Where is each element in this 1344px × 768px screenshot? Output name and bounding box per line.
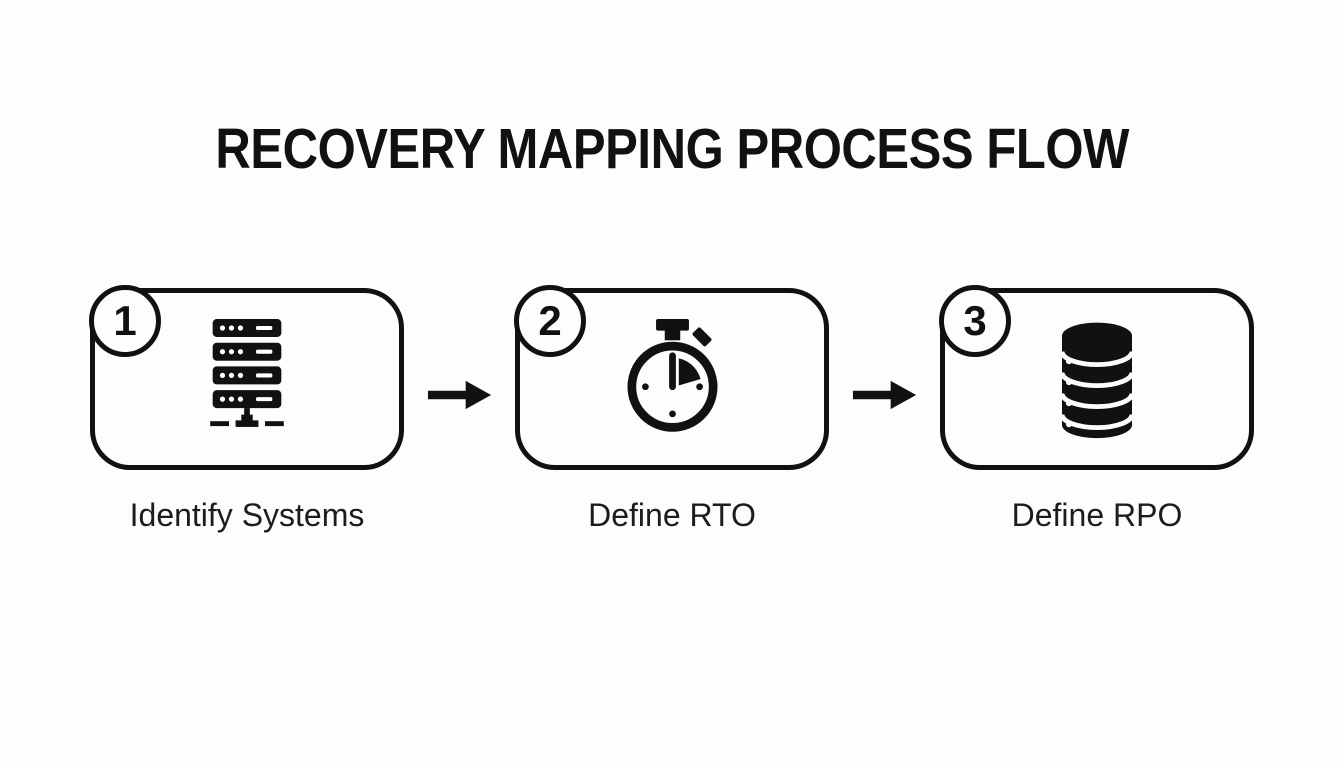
step-label: Define RPO bbox=[1011, 497, 1183, 533]
step-number-badge: 3 bbox=[939, 285, 1011, 357]
step-box: 1 bbox=[89, 285, 404, 470]
step-define-rpo: 3 Define RPO bbox=[939, 285, 1254, 534]
server-rack-icon bbox=[206, 318, 288, 440]
step-number-badge: 1 bbox=[89, 285, 161, 357]
connector-2 bbox=[829, 288, 940, 470]
arrow-right-icon bbox=[427, 376, 493, 414]
stopwatch-icon bbox=[624, 318, 721, 440]
page-title: RECOVERY MAPPING PROCESS FLOW bbox=[215, 117, 1129, 181]
step-box: 3 bbox=[939, 285, 1254, 470]
step-box: 2 bbox=[514, 285, 829, 470]
step-number-badge: 2 bbox=[514, 285, 586, 357]
step-define-rto: 2 bbox=[514, 285, 829, 534]
step-label: Identify Systems bbox=[129, 497, 365, 533]
arrow-right-icon bbox=[852, 376, 918, 414]
step-identify-systems: 1 bbox=[89, 285, 404, 534]
connector-1 bbox=[404, 288, 515, 470]
database-icon bbox=[1053, 320, 1141, 439]
step-label: Define RTO bbox=[588, 497, 756, 533]
diagram-header: RECOVERY MAPPING PROCESS FLOW bbox=[0, 116, 1344, 182]
process-flow: 1 bbox=[0, 285, 1344, 534]
